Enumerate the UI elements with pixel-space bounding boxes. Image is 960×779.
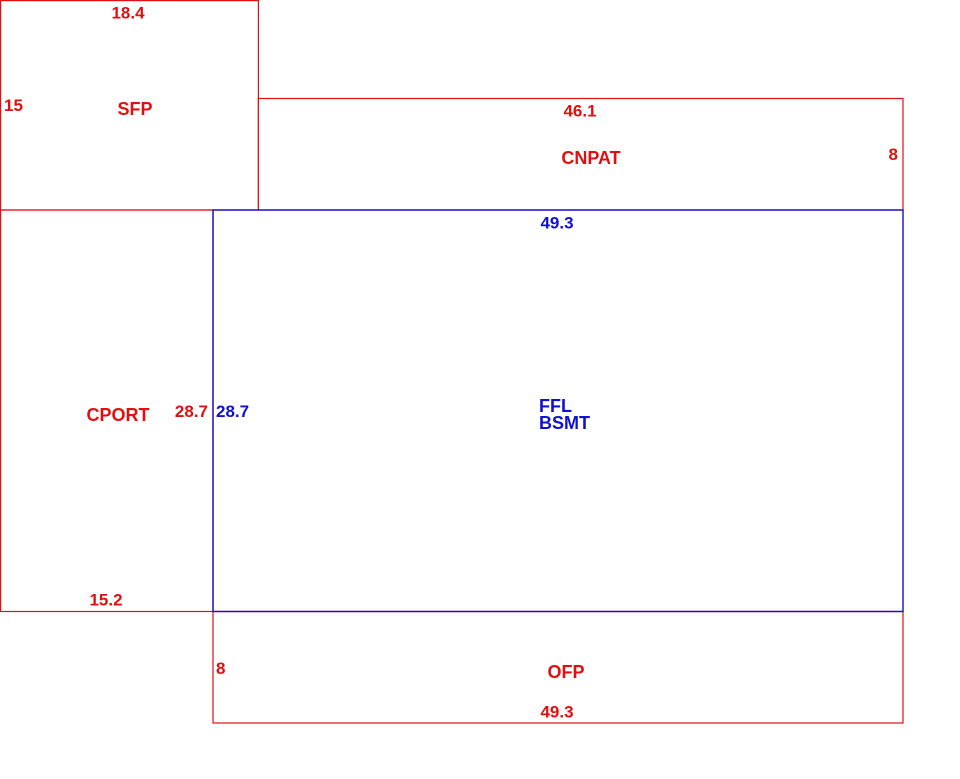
sfp-depth-dimension: 15 [4, 96, 23, 115]
cport-depth-dimension: 28.7 [175, 402, 208, 421]
cnpat-label: CNPAT [561, 148, 620, 168]
main-structure-outline [212, 209, 904, 613]
main-label-ffl: FFL [539, 396, 572, 416]
ofp-depth-dimension: 8 [216, 659, 225, 678]
cport-label: CPORT [87, 405, 150, 425]
main-width-dimension: 49.3 [540, 214, 573, 233]
cnpat-width-dimension: 46.1 [563, 102, 596, 121]
sfp-label: SFP [117, 99, 152, 119]
ofp-label: OFP [547, 662, 584, 682]
sfp-width-dimension: 18.4 [111, 4, 145, 23]
ofp-width-dimension: 49.3 [540, 703, 573, 722]
cnpat-depth-dimension: 8 [889, 145, 898, 164]
main-label-bsmt: BSMT [539, 413, 590, 433]
main-depth-dimension: 28.7 [216, 402, 249, 421]
cport-width-dimension: 15.2 [89, 591, 122, 610]
